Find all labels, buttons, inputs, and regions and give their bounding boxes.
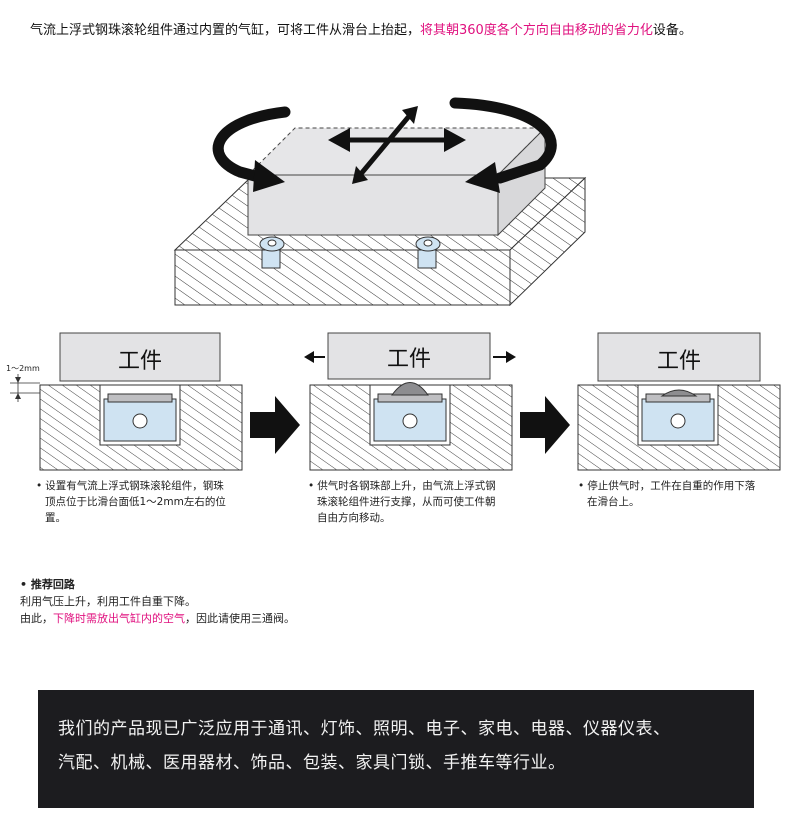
step-2-ball (391, 382, 429, 396)
ball-unit-left (259, 236, 285, 269)
intro-text: 气流上浮式钢珠滚轮组件通过内置的气缸，可将工件从滑台上抬起，将其朝360度各个方… (30, 22, 780, 40)
step-3-ball (660, 389, 698, 397)
intro-text-before: 气流上浮式钢珠滚轮组件通过内置的气缸，可将工件从滑台上抬起， (30, 23, 421, 38)
caption-line: 供气时各钢珠部上升，由气流上浮式钢 (317, 480, 496, 492)
isometric-illustration (173, 97, 587, 307)
caption-line: 在滑台上。 (587, 496, 640, 508)
step-arrow-2-icon (520, 396, 570, 454)
step-arrow-1-icon (250, 396, 300, 454)
caption-line: 珠滚轮组件进行支撑，从而可使工件朝 (317, 496, 496, 508)
intro-text-after: 设备。 (652, 23, 692, 38)
recommend-section: • 推荐回路 利用气压上升，利用工件自重下降。 由此，下降时需放出气缸内的空气，… (20, 578, 295, 625)
caption-line: 顶点位于比滑台面低1～2mm左右的位 (45, 496, 226, 508)
caption-line: 停止供气时，工件在自重的作用下落 (587, 480, 756, 492)
step-2-caption: •供气时各钢珠部上升，由气流上浮式钢 珠滚轮组件进行支撑，从而可使工件朝 自由方… (308, 478, 538, 526)
caption-line: 置。 (45, 512, 66, 524)
step-2-workpiece (327, 332, 491, 380)
workpiece-side (497, 126, 546, 237)
rotation-arrow-left-icon (212, 106, 291, 182)
banner-line-2: 汽配、机械、医用器材、饰品、包装、家具门锁、手推车等行业。 (58, 753, 566, 773)
step-3-workpiece-label: 工件 (657, 349, 701, 374)
left-arrow-icon (304, 351, 314, 363)
step-2-diagram: 工件 (304, 332, 516, 471)
recommend-title: 推荐回路 (30, 578, 75, 591)
recommend-line-1: 利用气压上升，利用工件自重下降。 (20, 595, 196, 608)
table-right-face (509, 176, 586, 307)
right-arrow-icon (506, 351, 516, 363)
step-1-diagram: 工件 (39, 332, 243, 471)
step-1-workpiece-label: 工件 (118, 349, 162, 374)
step-3-caption: •停止供气时，工件在自重的作用下落 在滑台上。 (578, 478, 788, 510)
ball-unit-right (415, 236, 441, 269)
banner-line-1: 我们的产品现已广泛应用于通讯、灯饰、照明、电子、家电、电器、仪器仪表、 (58, 719, 671, 739)
intro-text-highlight: 将其朝360度各个方向自由移动的省力化 (420, 23, 653, 38)
gap-dimension (10, 374, 40, 402)
step-3-diagram: 工件 (577, 332, 781, 471)
diagram-canvas: 1～2mm 工件 工件 工件 (6, 97, 781, 471)
cross-arrows-icon (328, 106, 466, 184)
workpiece-front (247, 174, 499, 236)
gap-label: 1～2mm (6, 364, 40, 373)
recommend-line-2: 由此，下降时需放出气缸内的空气，因此请使用三通阀。 (20, 612, 295, 625)
rotation-arrow-right-icon (449, 97, 557, 184)
step-1-caption: •设置有气流上浮式钢珠滚轮组件，钢珠 顶点位于比滑台面低1～2mm左右的位 置。 (36, 478, 266, 526)
caption-line: 设置有气流上浮式钢珠滚轮组件，钢珠 (45, 480, 224, 492)
caption-line: 自由方向移动。 (317, 512, 391, 524)
industries-banner: 我们的产品现已广泛应用于通讯、灯饰、照明、电子、家电、电器、仪器仪表、 汽配、机… (38, 690, 754, 808)
step-1-workpiece (59, 332, 221, 382)
step-2-workpiece-label: 工件 (387, 347, 431, 372)
step-3-workpiece (597, 332, 761, 382)
table-front-face (174, 249, 511, 306)
